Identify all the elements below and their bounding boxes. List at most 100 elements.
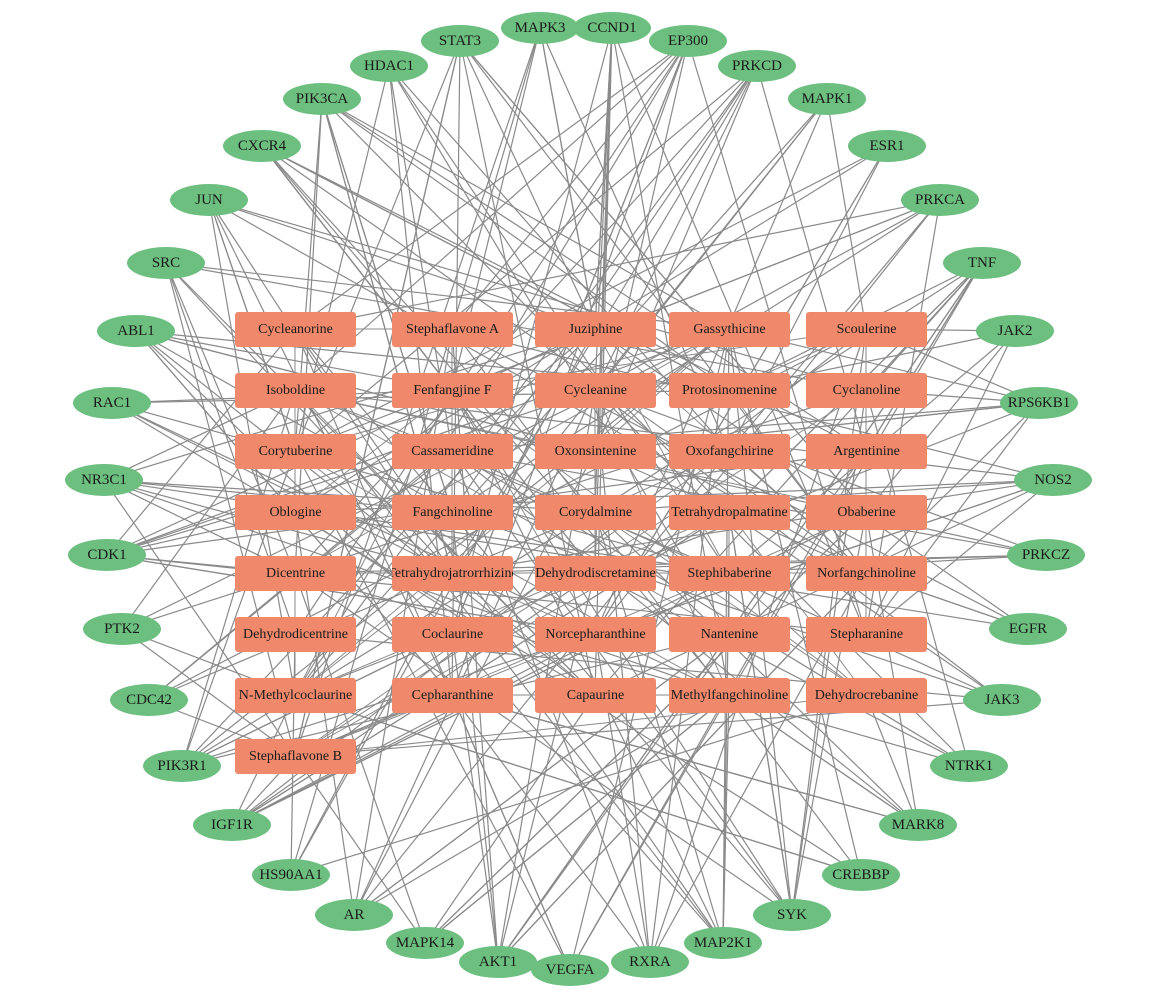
compound-node-protosinomenine[interactable]: Protosinomenine bbox=[669, 373, 790, 408]
target-node-cdc42[interactable]: CDC42 bbox=[110, 684, 188, 716]
target-node-jak2[interactable]: JAK2 bbox=[976, 315, 1054, 347]
target-node-cxcr4[interactable]: CXCR4 bbox=[223, 130, 301, 162]
edge bbox=[451, 389, 867, 696]
target-node-igf1r[interactable]: IGF1R bbox=[193, 809, 271, 841]
target-node-rps6kb1[interactable]: RPS6KB1 bbox=[1000, 387, 1078, 419]
edge bbox=[290, 328, 453, 876]
compound-node-stephibaberine[interactable]: Stephibaberine bbox=[669, 556, 790, 591]
target-node-crebbp[interactable]: CREBBP bbox=[822, 859, 900, 891]
compound-node-cepharanthine[interactable]: Cepharanthine bbox=[392, 678, 513, 713]
target-node-hs90aa1[interactable]: HS90AA1 bbox=[252, 859, 330, 891]
target-node-pik3r1[interactable]: PIK3R1 bbox=[143, 750, 221, 782]
compound-node-corytuberine[interactable]: Corytuberine bbox=[235, 434, 356, 469]
target-node-rac1[interactable]: RAC1 bbox=[73, 387, 151, 419]
compound-node-dehydrocrebanine[interactable]: Dehydrocrebanine bbox=[806, 678, 927, 713]
edge bbox=[451, 389, 596, 635]
compound-node-cycleanorine[interactable]: Cycleanorine bbox=[235, 312, 356, 347]
compound-node-dicentrine[interactable]: Dicentrine bbox=[235, 556, 356, 591]
compound-node-isoboldine[interactable]: Isoboldine bbox=[235, 373, 356, 408]
edge bbox=[294, 572, 730, 757]
edge bbox=[208, 199, 596, 330]
edge bbox=[294, 389, 453, 513]
target-node-ptk2[interactable]: PTK2 bbox=[83, 613, 161, 645]
compound-node-tetrahydropalmatine[interactable]: Tetrahydropalmatine bbox=[669, 495, 790, 530]
edge bbox=[121, 389, 296, 630]
edge bbox=[294, 199, 941, 330]
target-node-vegfa[interactable]: VEGFA bbox=[531, 954, 609, 986]
compound-node-cyclanoline[interactable]: Cyclanoline bbox=[806, 373, 927, 408]
target-node-cdk1[interactable]: CDK1 bbox=[68, 539, 146, 571]
target-node-tnf[interactable]: TNF bbox=[943, 247, 1021, 279]
edge bbox=[294, 40, 689, 696]
target-node-map2k1[interactable]: MAP2K1 bbox=[684, 927, 762, 959]
target-node-mark8[interactable]: MARK8 bbox=[879, 809, 957, 841]
compound-node-oxonsintenine[interactable]: Oxonsintenine bbox=[535, 434, 656, 469]
target-node-mapk1[interactable]: MAPK1 bbox=[788, 83, 866, 115]
compound-node-fenfangjine-f[interactable]: Fenfangjine F bbox=[392, 373, 513, 408]
compound-node-fangchinoline[interactable]: Fangchinoline bbox=[392, 495, 513, 530]
target-node-syk[interactable]: SYK bbox=[753, 899, 831, 931]
compound-node-scoulerine[interactable]: Scoulerine bbox=[806, 312, 927, 347]
compound-node-cassameridine[interactable]: Cassameridine bbox=[392, 434, 513, 469]
target-node-abl1[interactable]: ABL1 bbox=[97, 315, 175, 347]
compound-node-norfangchinoline[interactable]: Norfangchinoline bbox=[806, 556, 927, 591]
target-node-mapk3[interactable]: MAPK3 bbox=[501, 12, 579, 44]
target-node-egfr[interactable]: EGFR bbox=[989, 613, 1067, 645]
edge bbox=[728, 511, 867, 696]
compound-node-tetrahydrojatrorrhizine[interactable]: Tetrahydrojatrorrhizine bbox=[392, 556, 513, 591]
target-node-pik3ca[interactable]: PIK3CA bbox=[283, 83, 361, 115]
compound-node-stephaflavone-b[interactable]: Stephaflavone B bbox=[235, 739, 356, 774]
target-node-ccnd1[interactable]: CCND1 bbox=[573, 12, 651, 44]
edge bbox=[451, 389, 724, 944]
edge bbox=[294, 572, 453, 696]
compound-node-dehydrodicentrine[interactable]: Dehydrodicentrine bbox=[235, 617, 356, 652]
compound-node-oxofangchirine[interactable]: Oxofangchirine bbox=[669, 434, 790, 469]
compound-node-juziphine[interactable]: Juziphine bbox=[535, 312, 656, 347]
compound-node-corydalmine[interactable]: Corydalmine bbox=[535, 495, 656, 530]
target-node-prkcd[interactable]: PRKCD bbox=[718, 50, 796, 82]
compound-node-coclaurine[interactable]: Coclaurine bbox=[392, 617, 513, 652]
target-node-akt1[interactable]: AKT1 bbox=[459, 946, 537, 978]
target-node-ar[interactable]: AR bbox=[315, 899, 393, 931]
edge bbox=[451, 572, 596, 696]
edge bbox=[294, 389, 724, 944]
target-node-jun[interactable]: JUN bbox=[170, 184, 248, 216]
compound-node-dehydrodiscretamine[interactable]: Dehydrodiscretamine bbox=[535, 556, 656, 591]
compound-node-capaurine[interactable]: Capaurine bbox=[535, 678, 656, 713]
edge bbox=[594, 328, 730, 574]
target-node-prkca[interactable]: PRKCA bbox=[901, 184, 979, 216]
edge bbox=[594, 511, 867, 696]
target-node-stat3[interactable]: STAT3 bbox=[421, 25, 499, 57]
edge bbox=[321, 98, 730, 391]
target-node-ep300[interactable]: EP300 bbox=[649, 25, 727, 57]
compound-node-obaberine[interactable]: Obaberine bbox=[806, 495, 927, 530]
compound-node-oblogine[interactable]: Oblogine bbox=[235, 495, 356, 530]
compound-node-stephaflavone-a[interactable]: Stephaflavone A bbox=[392, 312, 513, 347]
edge bbox=[294, 450, 453, 574]
target-node-prkcz[interactable]: PRKCZ bbox=[1007, 539, 1085, 571]
compound-node-argentinine[interactable]: Argentinine bbox=[806, 434, 927, 469]
edge bbox=[290, 328, 596, 876]
target-node-ntrk1[interactable]: NTRK1 bbox=[930, 750, 1008, 782]
compound-node-norcepharanthine[interactable]: Norcepharanthine bbox=[535, 617, 656, 652]
compound-node-cycleanine[interactable]: Cycleanine bbox=[535, 373, 656, 408]
edge bbox=[451, 694, 919, 826]
edge bbox=[497, 572, 867, 963]
target-node-nos2[interactable]: NOS2 bbox=[1014, 464, 1092, 496]
compound-node-gassythicine[interactable]: Gassythicine bbox=[669, 312, 790, 347]
target-node-rxra[interactable]: RXRA bbox=[611, 946, 689, 978]
target-node-hdac1[interactable]: HDAC1 bbox=[350, 50, 428, 82]
compound-node-methylfangchinoline[interactable]: Methylfangchinoline bbox=[669, 678, 790, 713]
target-node-jak3[interactable]: JAK3 bbox=[963, 684, 1041, 716]
target-node-src[interactable]: SRC bbox=[127, 247, 205, 279]
compound-node-stepharanine[interactable]: Stepharanine bbox=[806, 617, 927, 652]
target-node-esr1[interactable]: ESR1 bbox=[848, 130, 926, 162]
compound-node-n-methylcoclaurine[interactable]: N-Methylcoclaurine bbox=[235, 678, 356, 713]
edge bbox=[424, 694, 596, 944]
edge bbox=[451, 694, 651, 963]
edge bbox=[181, 511, 596, 767]
target-node-nr3c1[interactable]: NR3C1 bbox=[65, 464, 143, 496]
target-node-mapk14[interactable]: MAPK14 bbox=[386, 927, 464, 959]
compound-node-nantenine[interactable]: Nantenine bbox=[669, 617, 790, 652]
